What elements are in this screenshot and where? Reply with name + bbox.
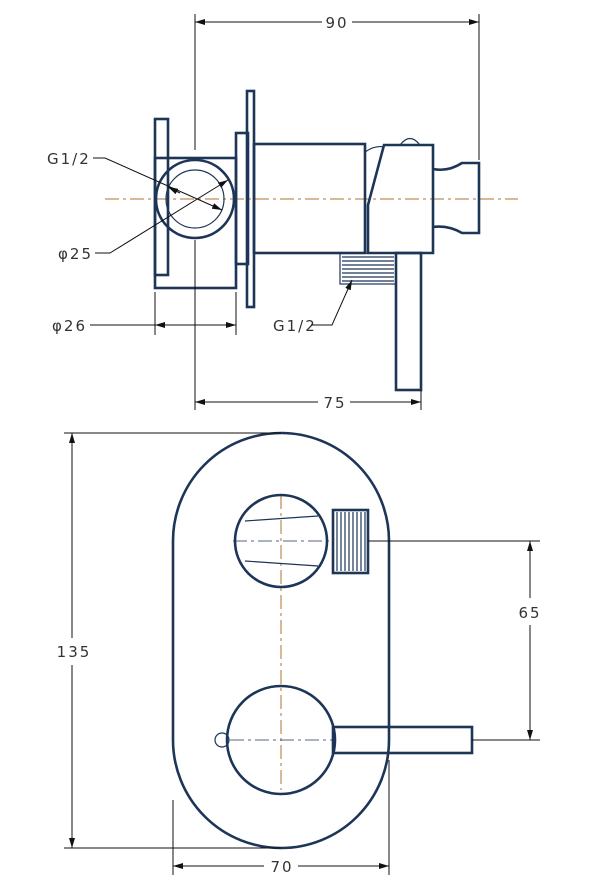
dim-135-label: 135 (57, 643, 92, 661)
handle-circle (225, 684, 337, 796)
handle-details (364, 137, 421, 153)
outlet-inner-circle (165, 169, 225, 229)
inlet-thread (339, 252, 397, 285)
valve-body (252, 142, 367, 255)
outlet-diameter-label: φ25 (58, 245, 93, 263)
dim-65-label: 65 (518, 604, 541, 622)
outlet-thread-front (331, 508, 370, 575)
dim-70-label: 70 (270, 858, 293, 876)
outlet-thread-label: G1/2 (47, 150, 91, 168)
front-lever (331, 725, 474, 755)
outlet-outer-circle (154, 158, 236, 240)
cover-plate (171, 431, 391, 850)
dim-90-label: 90 (325, 14, 348, 32)
lever (394, 251, 423, 392)
front-view: 135 65 70 (57, 431, 541, 876)
outlet-circle (233, 493, 329, 589)
lever-stop (214, 732, 230, 748)
knob (432, 161, 481, 235)
inlet-thread-label: G1/2 (273, 317, 317, 335)
backbox-diameter-label: φ26 (52, 317, 87, 335)
side-view: 90 75 G1/2 φ25 φ26 G1/2 (47, 14, 518, 412)
outlet-taper (244, 515, 319, 567)
dim-75-label: 75 (323, 394, 346, 412)
